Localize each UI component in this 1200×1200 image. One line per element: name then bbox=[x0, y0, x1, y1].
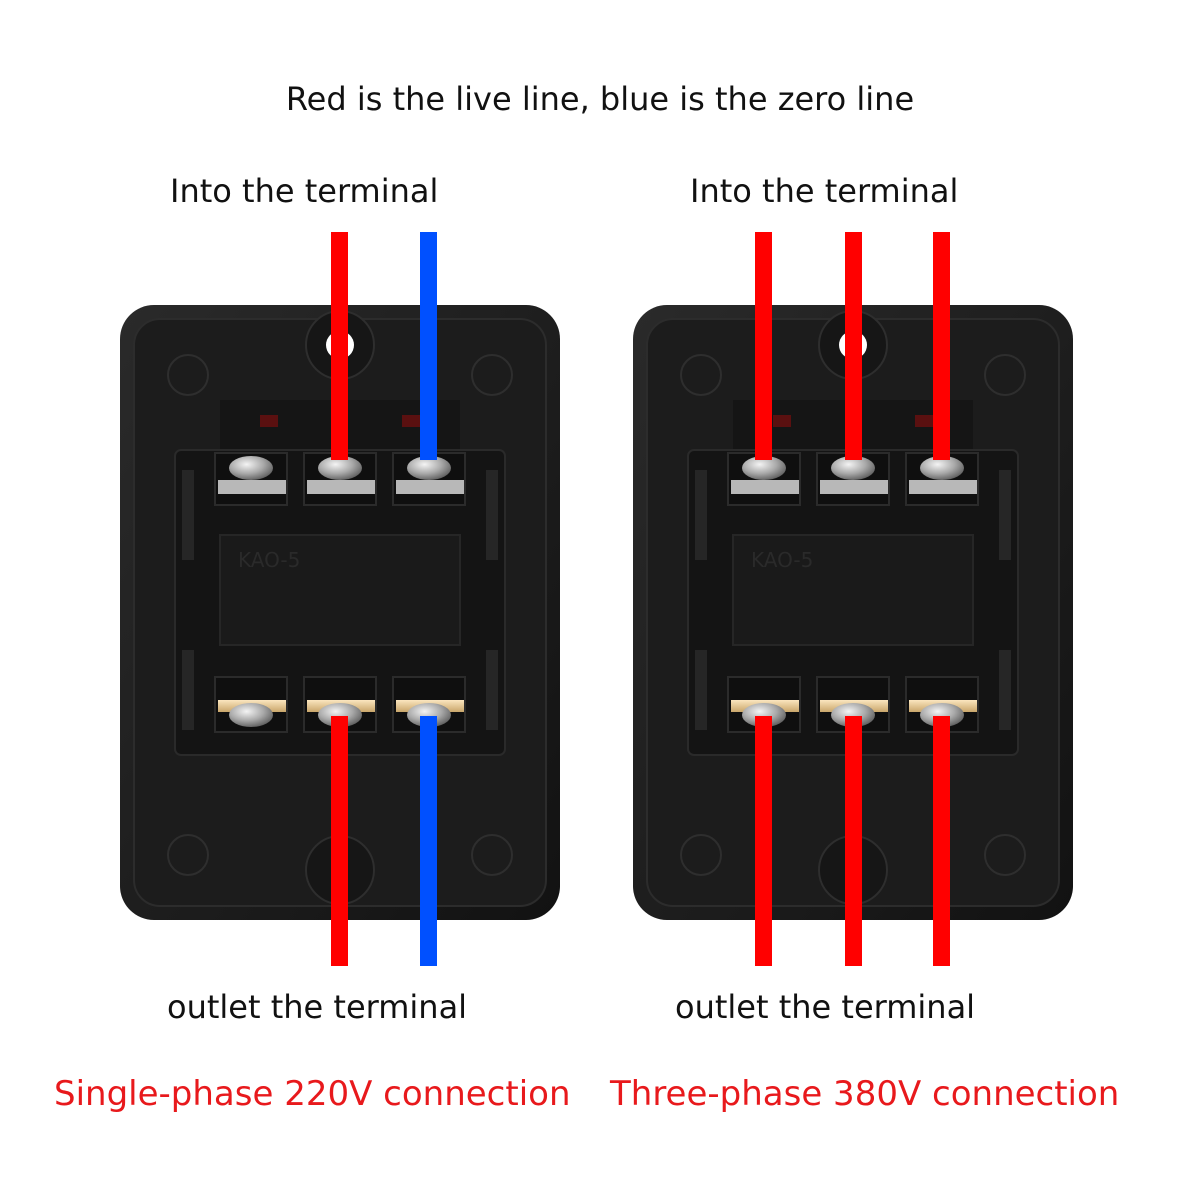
page-title: Red is the live line, blue is the zero l… bbox=[285, 80, 915, 118]
right-wire-2-top bbox=[845, 232, 862, 460]
right-wire-1-bottom bbox=[755, 716, 772, 966]
right-caption: Three-phase 380V connection bbox=[610, 1074, 1120, 1114]
left-output-label: outlet the terminal bbox=[167, 988, 468, 1026]
right-wire-3-top bbox=[933, 232, 950, 460]
left-wire-1-top bbox=[331, 232, 348, 460]
right-wire-1-top bbox=[755, 232, 772, 460]
right-wire-3-bottom bbox=[933, 716, 950, 966]
right-switch: KAO-5 bbox=[632, 304, 1074, 921]
left-switch: KAO-5 bbox=[119, 304, 561, 921]
right-wire-2-bottom bbox=[845, 716, 862, 966]
left-wire-1-bottom bbox=[331, 716, 348, 966]
left-device-marking: KAO-5 bbox=[238, 548, 300, 572]
left-wire-2-bottom bbox=[420, 716, 437, 966]
left-wire-2-top bbox=[420, 232, 437, 460]
left-caption: Single-phase 220V connection bbox=[54, 1074, 571, 1114]
right-output-label: outlet the terminal bbox=[675, 988, 976, 1026]
left-input-label: Into the terminal bbox=[170, 172, 439, 210]
right-input-label: Into the terminal bbox=[690, 172, 959, 210]
right-device-marking: KAO-5 bbox=[751, 548, 813, 572]
